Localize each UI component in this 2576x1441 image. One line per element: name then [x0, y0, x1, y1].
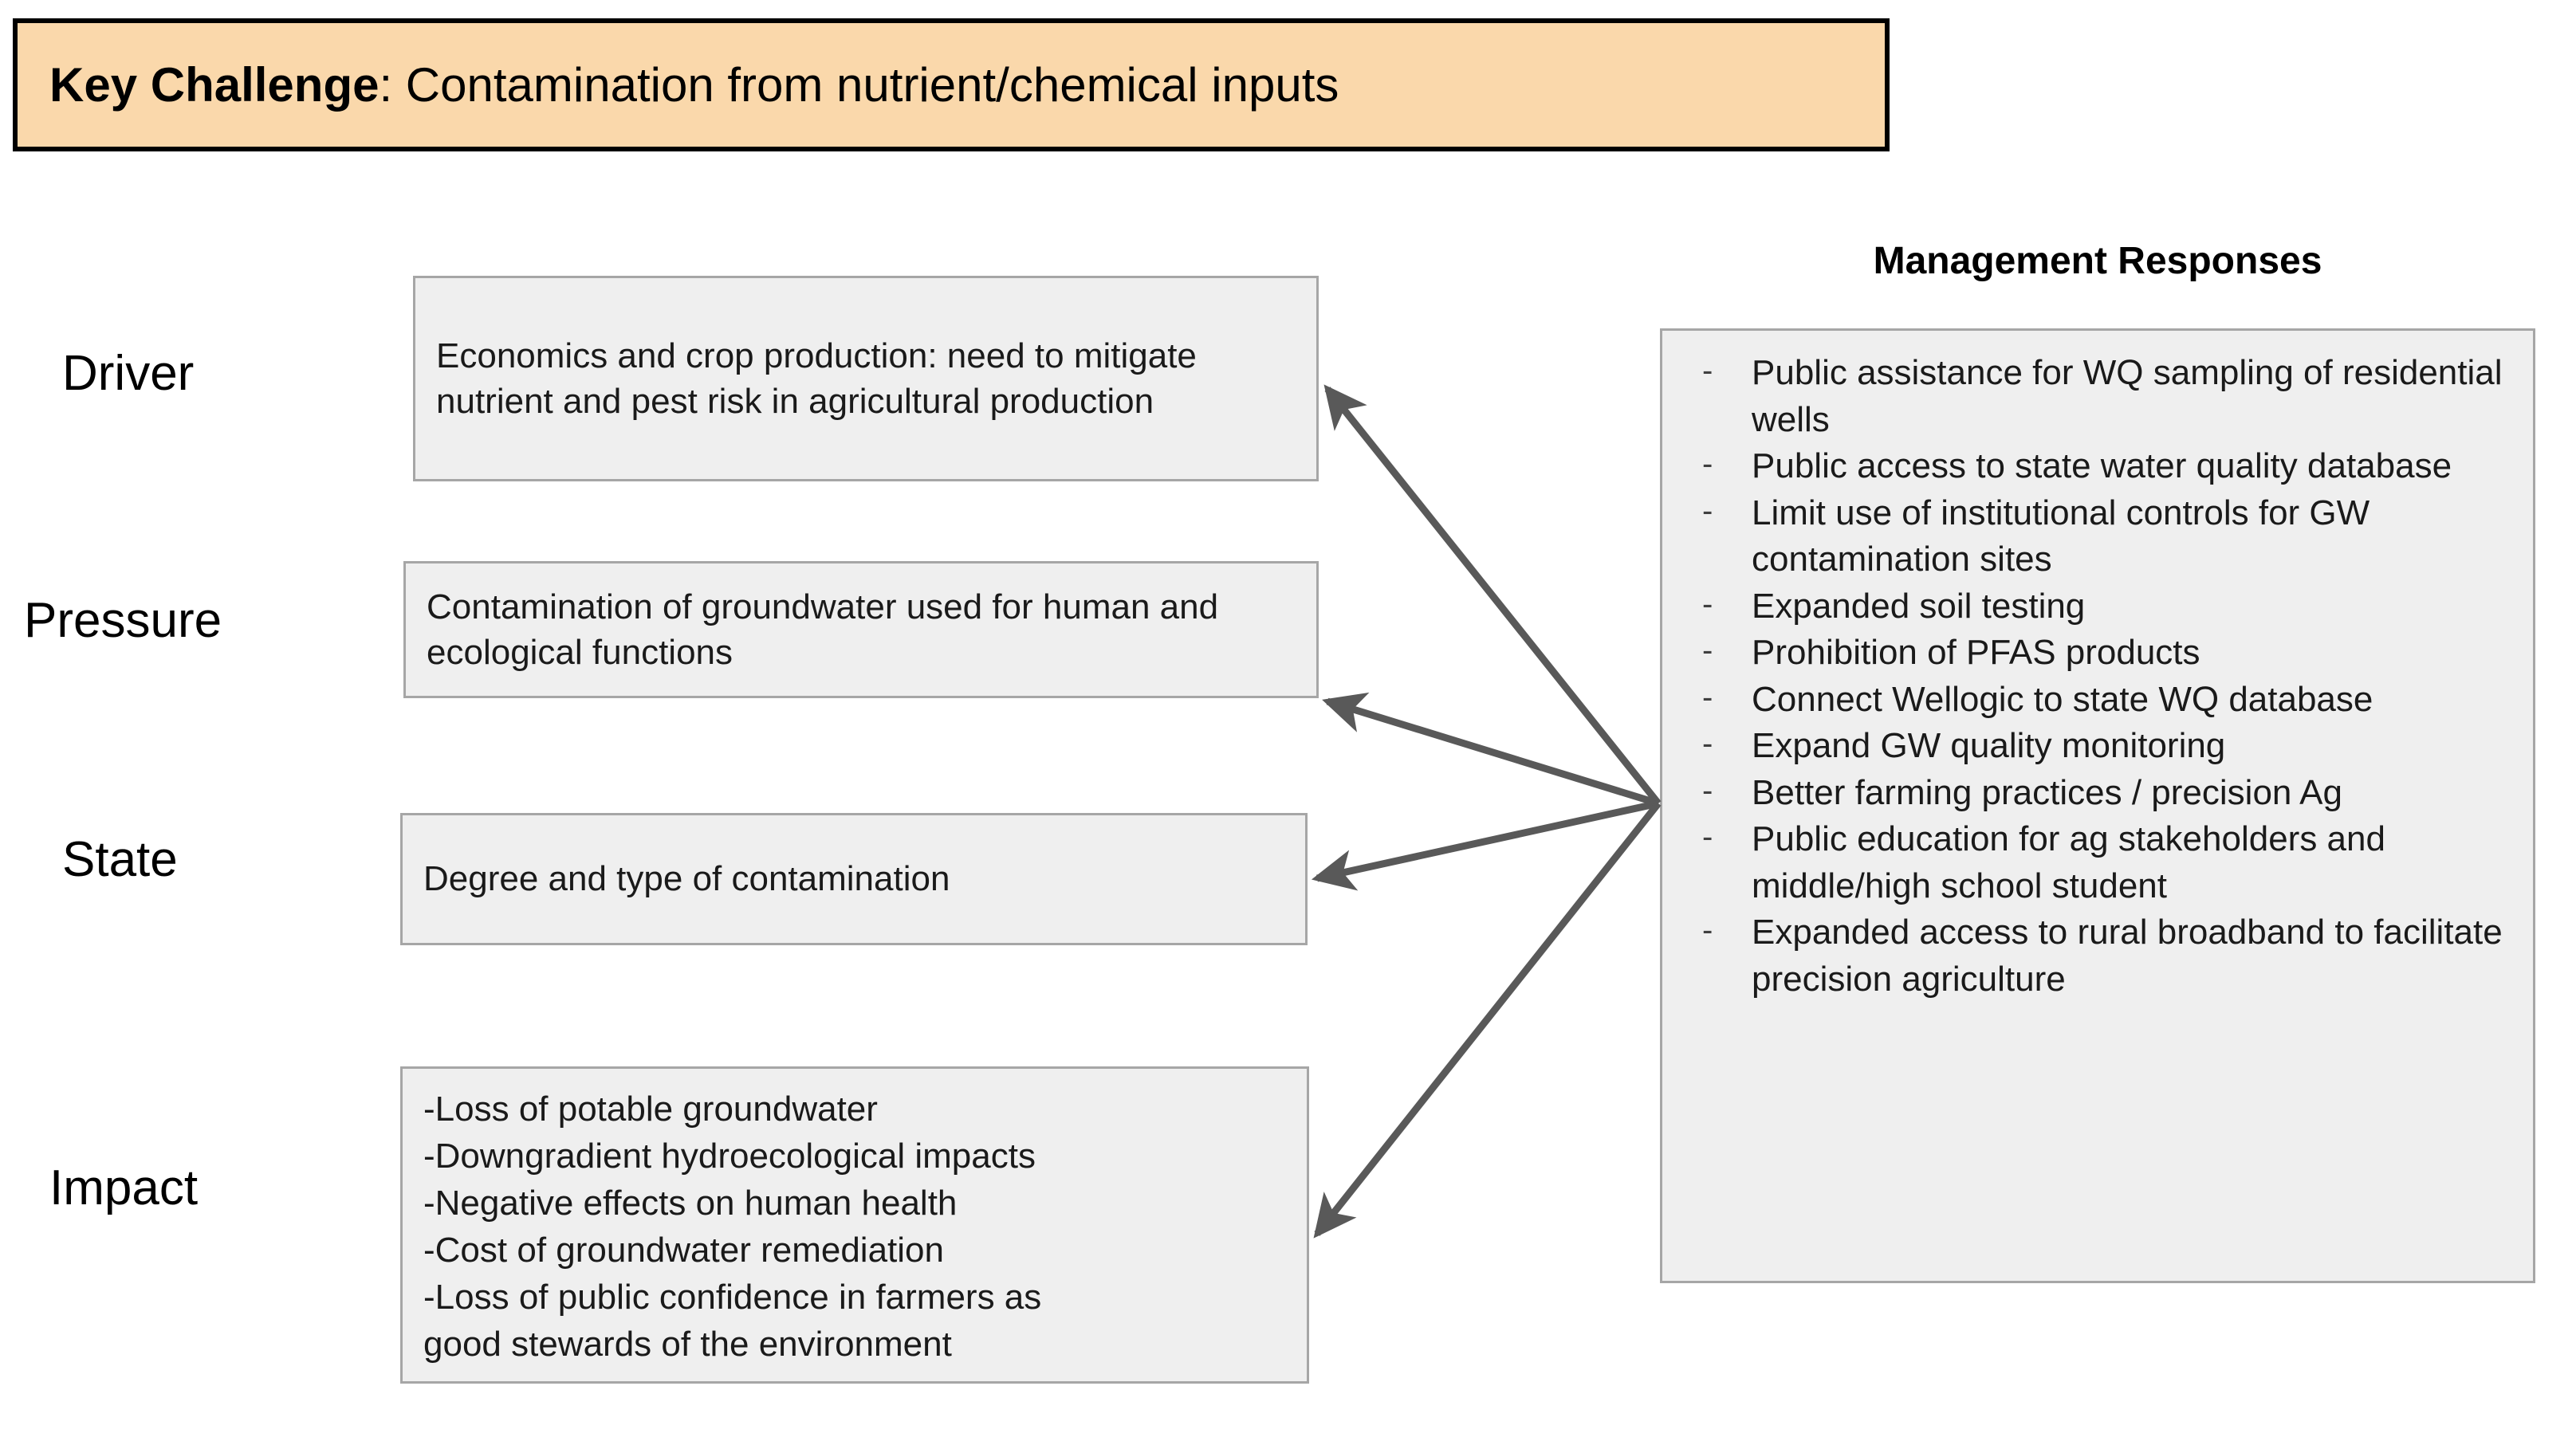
impact-box-line: -Cost of groundwater remediation — [423, 1230, 944, 1270]
key-challenge-label: Key Challenge — [49, 58, 380, 112]
management-response-item: - Public education for ag stakeholders an… — [1662, 816, 2519, 909]
stage-label-state: State — [62, 832, 178, 887]
management-response-text: Prohibition of PFAS products — [1752, 633, 2200, 673]
management-response-item: - Expanded access to rural broadband to f… — [1662, 909, 2519, 1003]
management-response-text: Limit use of institutional controls for … — [1752, 493, 2370, 579]
management-responses-panel: - Public assistance for WQ sampling of re… — [1660, 328, 2535, 1283]
impact-box-line: good stewards of the environment — [423, 1324, 952, 1364]
dash-bullet-icon: - — [1702, 679, 1713, 715]
impact-box-line: -Loss of public confidence in farmers as — [423, 1277, 1042, 1317]
arrow-to-pressure — [1322, 692, 1660, 807]
state-box-text: Degree and type of contamination — [423, 859, 950, 899]
dash-bullet-icon: - — [1702, 913, 1713, 948]
arrow-to-driver — [1323, 384, 1662, 806]
key-challenge-banner: Key Challenge: Contamination from nutrie… — [13, 18, 1890, 151]
dash-bullet-icon: - — [1702, 633, 1713, 669]
impact-box: -Loss of potable groundwater -Downgradie… — [400, 1066, 1309, 1384]
management-response-item: - Prohibition of PFAS products — [1662, 630, 2519, 677]
management-responses-title: Management Responses — [1873, 240, 2322, 282]
management-response-text: Expanded access to rural broadband to fa… — [1752, 913, 2503, 999]
management-response-text: Expand GW quality monitoring — [1752, 726, 2226, 766]
dash-bullet-icon: - — [1702, 819, 1713, 855]
key-challenge-description: : Contamination from nutrient/chemical i… — [379, 58, 1339, 112]
impact-box-line: -Downgradient hydroecological impacts — [423, 1136, 1036, 1176]
dash-bullet-icon: - — [1702, 353, 1713, 388]
management-response-item: - Expand GW quality monitoring — [1662, 723, 2519, 770]
management-response-text: Public assistance for WQ sampling of res… — [1752, 353, 2503, 439]
management-response-item: - Public assistance for WQ sampling of re… — [1662, 350, 2519, 443]
dash-bullet-icon: - — [1702, 446, 1713, 482]
stage-label-impact: Impact — [49, 1160, 199, 1215]
key-challenge-text: Key Challenge: Contamination from nutrie… — [18, 57, 1339, 112]
management-response-text: Connect Wellogic to state WQ database — [1752, 679, 2373, 719]
dash-bullet-icon: - — [1702, 772, 1713, 808]
management-response-text: Public education for ag stakeholders and… — [1752, 819, 2385, 905]
pressure-box-text: Contamination of groundwater used for hu… — [427, 587, 1219, 672]
management-response-text: Better farming practices / precision Ag — [1752, 772, 2342, 812]
driver-box: Economics and crop production: need to m… — [413, 276, 1319, 481]
management-response-item: - Connect Wellogic to state WQ database — [1662, 677, 2519, 724]
management-response-item: - Limit use of institutional controls for… — [1662, 490, 2519, 583]
impact-box-line: -Negative effects on human health — [423, 1183, 958, 1223]
dash-bullet-icon: - — [1702, 493, 1713, 528]
dash-bullet-icon: - — [1702, 726, 1713, 762]
state-box: Degree and type of contamination — [400, 813, 1308, 945]
arrow-to-impact — [1313, 801, 1662, 1239]
pressure-box: Contamination of groundwater used for hu… — [403, 561, 1319, 698]
driver-box-text: Economics and crop production: need to m… — [436, 336, 1197, 421]
arrow-to-state — [1311, 799, 1659, 891]
management-responses-list: - Public assistance for WQ sampling of re… — [1662, 350, 2519, 1003]
management-response-text: Public access to state water quality dat… — [1752, 446, 2452, 486]
stage-label-pressure: Pressure — [24, 593, 222, 648]
management-response-item: - Public access to state water quality da… — [1662, 443, 2519, 490]
stage-label-driver: Driver — [62, 346, 195, 401]
management-response-text: Expanded soil testing — [1752, 586, 2086, 626]
dash-bullet-icon: - — [1702, 586, 1713, 622]
management-response-item: - Expanded soil testing — [1662, 583, 2519, 630]
management-response-item: - Better farming practices / precision Ag — [1662, 770, 2519, 817]
impact-box-line: -Loss of potable groundwater — [423, 1090, 878, 1129]
